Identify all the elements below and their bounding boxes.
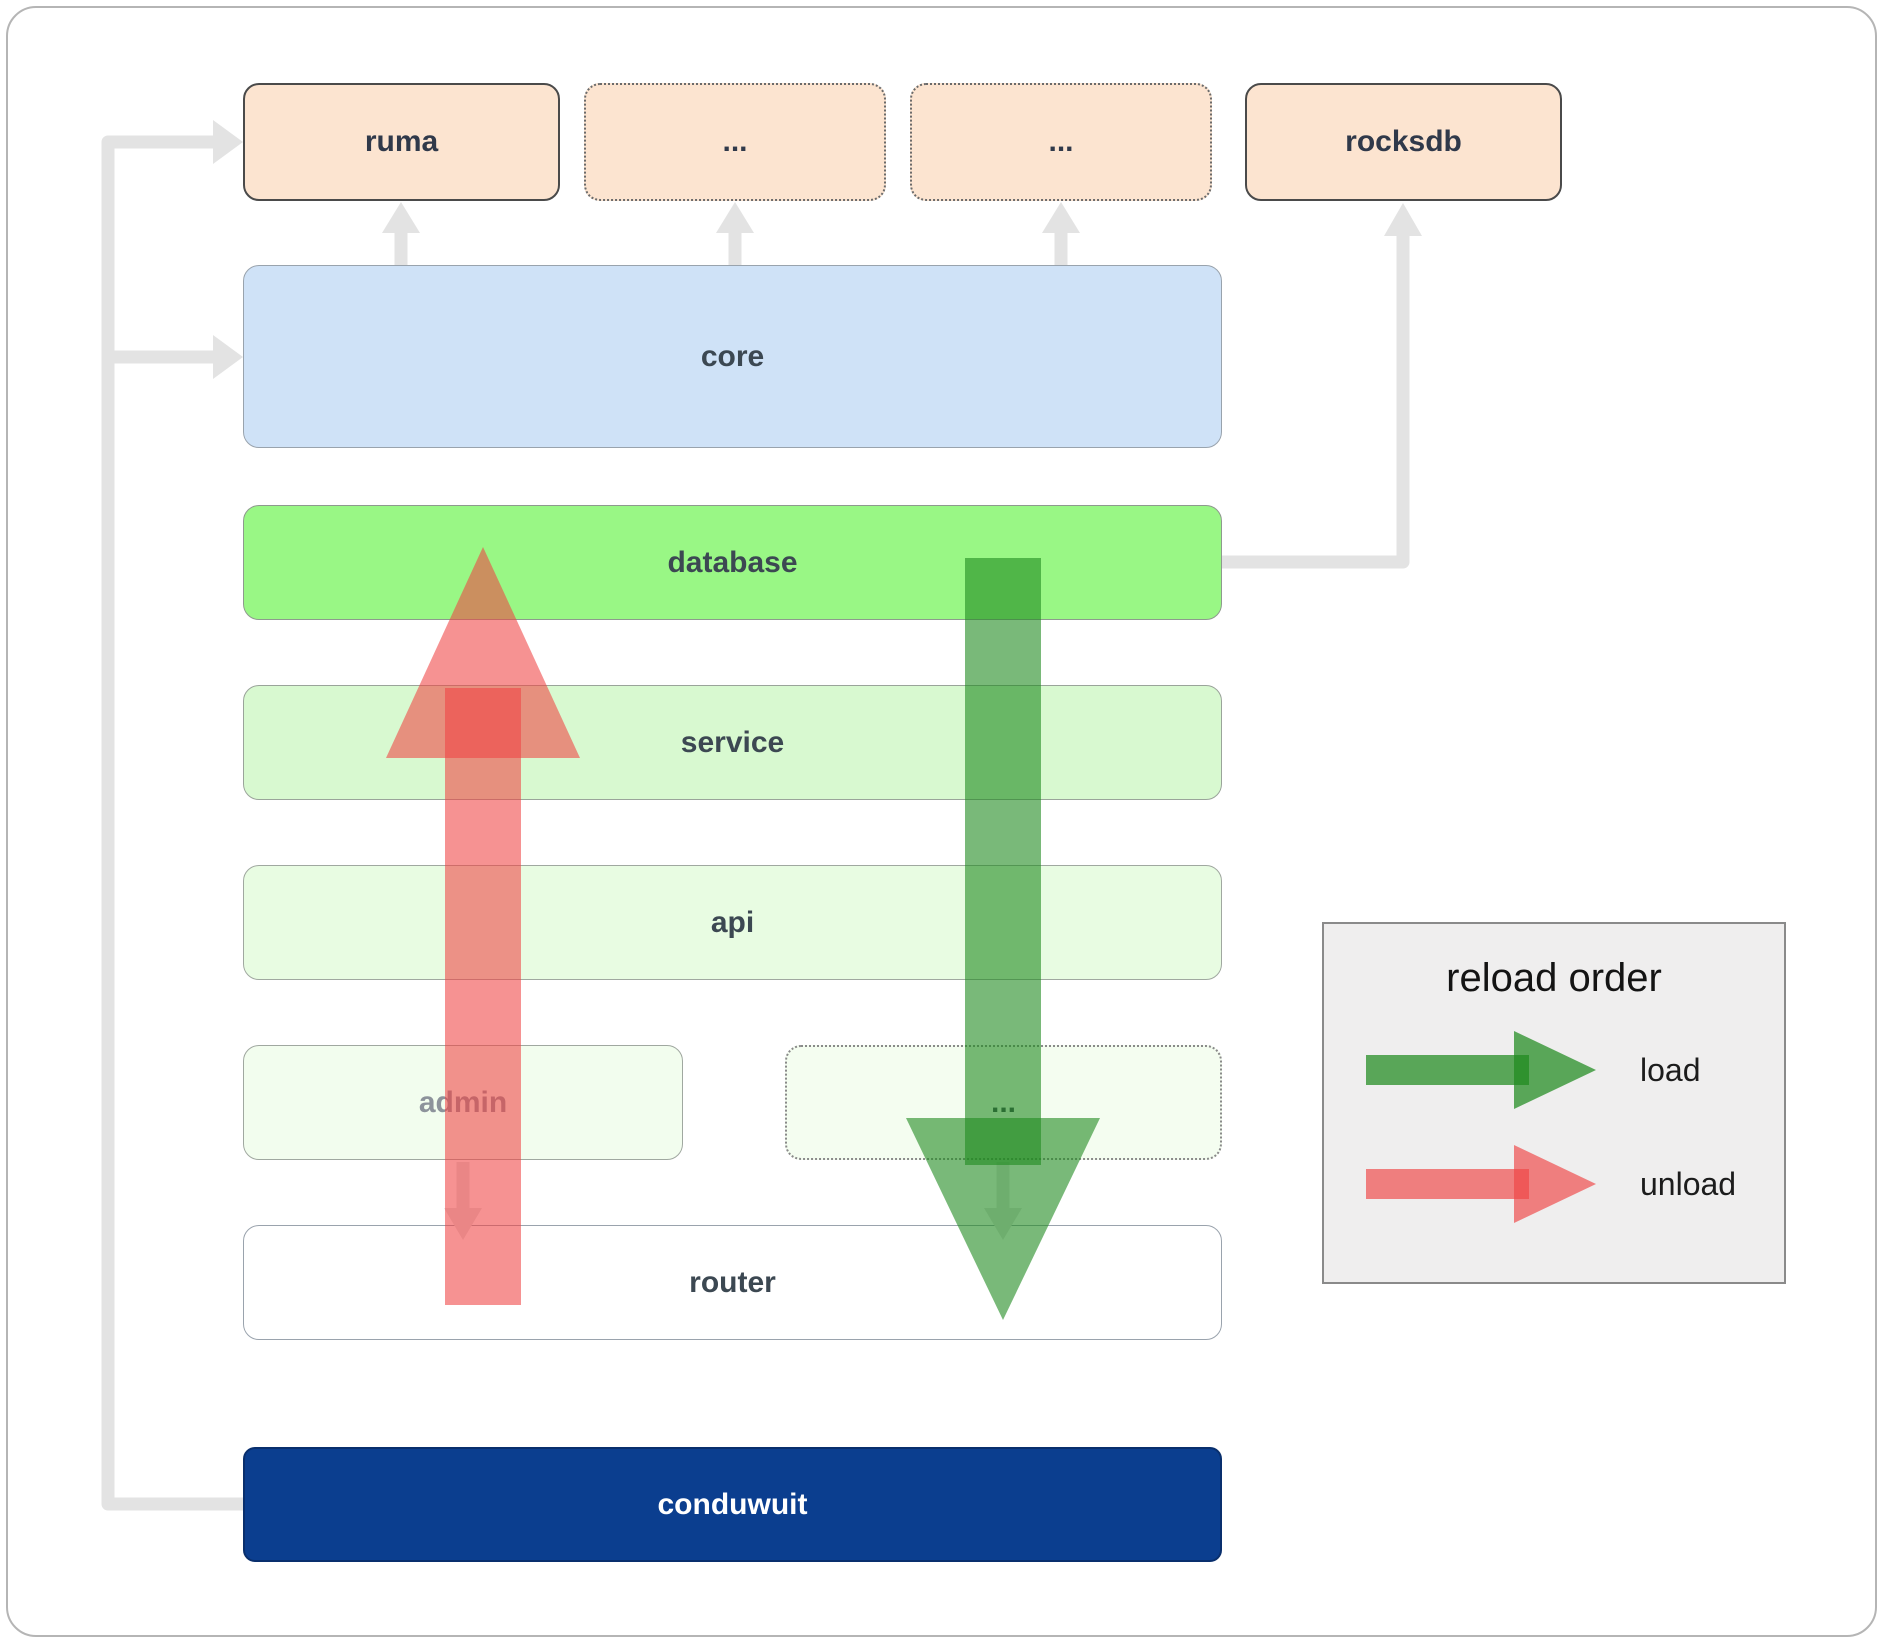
node-conduwuit-label: conduwuit: [657, 1487, 808, 1521]
node-module-dots: ...: [785, 1045, 1222, 1160]
legend: reload order load unload: [1322, 922, 1786, 1284]
unload-arrow-icon: [1366, 1145, 1596, 1223]
legend-title: reload order: [1446, 956, 1662, 1000]
node-core: core: [243, 265, 1222, 448]
outer-frame: [6, 6, 1877, 1637]
node-conduwuit: conduwuit: [243, 1447, 1222, 1562]
node-service-label: service: [680, 725, 785, 759]
node-rocksdb: rocksdb: [1245, 83, 1562, 201]
legend-row-load: load: [1324, 1025, 1784, 1115]
node-crate-dots-2: ...: [910, 83, 1212, 201]
node-admin: admin: [243, 1045, 683, 1160]
node-module-dots-label: ...: [990, 1085, 1016, 1119]
node-crate-dots-1: ...: [584, 83, 886, 201]
node-router: router: [243, 1225, 1222, 1340]
legend-row-unload: unload: [1324, 1139, 1784, 1229]
node-core-label: core: [700, 339, 765, 373]
legend-load-label: load: [1640, 1051, 1701, 1088]
node-api-label: api: [710, 905, 755, 939]
node-database-label: database: [667, 545, 798, 579]
node-api: api: [243, 865, 1222, 980]
node-ruma: ruma: [243, 83, 560, 201]
node-router-label: router: [689, 1265, 776, 1299]
node-rocksdb-label: rocksdb: [1345, 125, 1462, 158]
node-crate-dots-2-label: ...: [1048, 125, 1074, 158]
node-crate-dots-1-label: ...: [722, 125, 748, 158]
node-database: database: [243, 505, 1222, 620]
load-arrow-icon: [1366, 1031, 1596, 1109]
node-service: service: [243, 685, 1222, 800]
node-admin-label: admin: [418, 1085, 508, 1119]
node-ruma-label: ruma: [364, 125, 439, 158]
legend-unload-label: unload: [1640, 1165, 1737, 1202]
